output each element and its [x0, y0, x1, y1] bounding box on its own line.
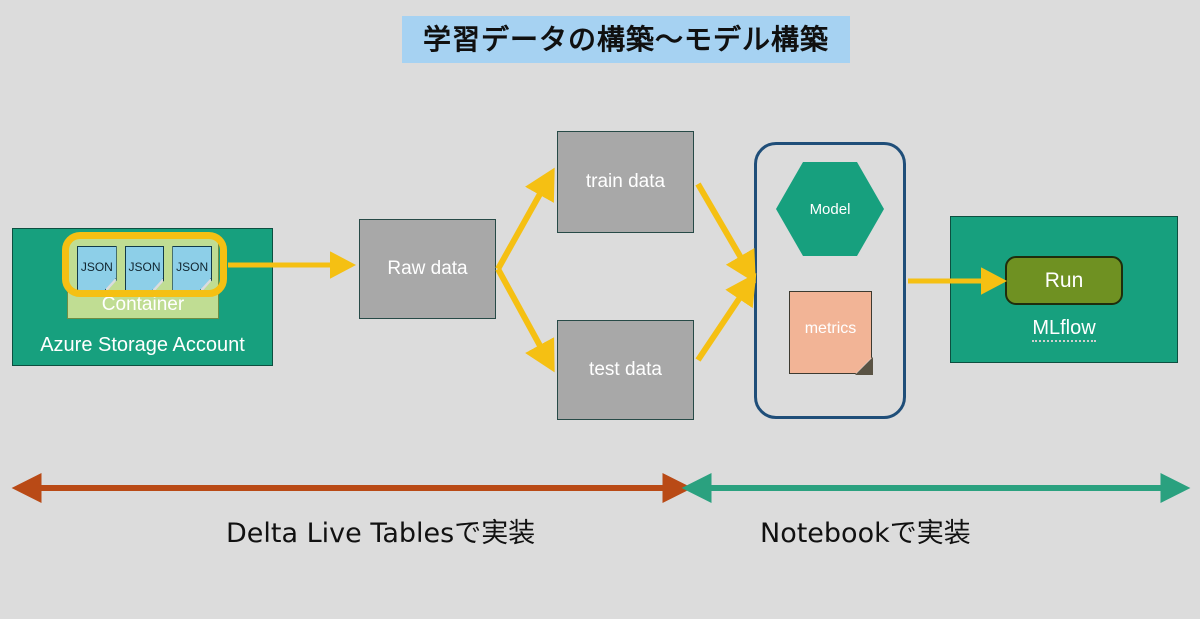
arrow-train-to-notebook: [695, 182, 756, 284]
azure-storage-account-label: Azure Storage Account: [40, 334, 245, 356]
mlflow-label: MLflow: [1032, 317, 1096, 342]
train-data-label: train data: [585, 171, 666, 192]
page-title-banner: 学習データの構築〜モデル構築: [402, 16, 850, 63]
test-data-box: test data: [557, 320, 694, 420]
json-file-label: JSON: [128, 259, 161, 274]
mlflow-run-node: Run: [1005, 256, 1123, 305]
json-file-label: JSON: [80, 259, 113, 274]
train-data-box: train data: [557, 131, 694, 233]
storage-container-label: Container: [101, 294, 185, 315]
run-label: Run: [1044, 269, 1084, 292]
metrics-label: metrics: [804, 319, 857, 337]
json-file-icon: JSON: [77, 246, 117, 291]
metrics-document-shape: metrics: [789, 291, 872, 374]
mlflow-label-wrap: MLflow: [950, 317, 1178, 342]
json-file-icon: JSON: [172, 246, 213, 291]
raw-data-label: Raw data: [387, 258, 468, 279]
page-title: 学習データの構築〜モデル構築: [422, 22, 829, 56]
arrow-raw-to-train: [495, 167, 555, 271]
json-file-label: JSON: [176, 259, 209, 274]
arrow-raw-to-test: [495, 267, 555, 373]
json-files-highlight-ring: [62, 232, 227, 297]
span-label-delta-live-tables: Delta Live Tablesで実装: [226, 518, 536, 549]
model-hexagon: Model: [776, 162, 884, 256]
arrow-test-to-notebook: [695, 273, 757, 362]
model-label: Model: [809, 200, 851, 218]
raw-data-box: Raw data: [359, 219, 496, 319]
test-data-label: test data: [589, 359, 662, 380]
span-label-notebook: Notebookで実装: [760, 518, 971, 549]
